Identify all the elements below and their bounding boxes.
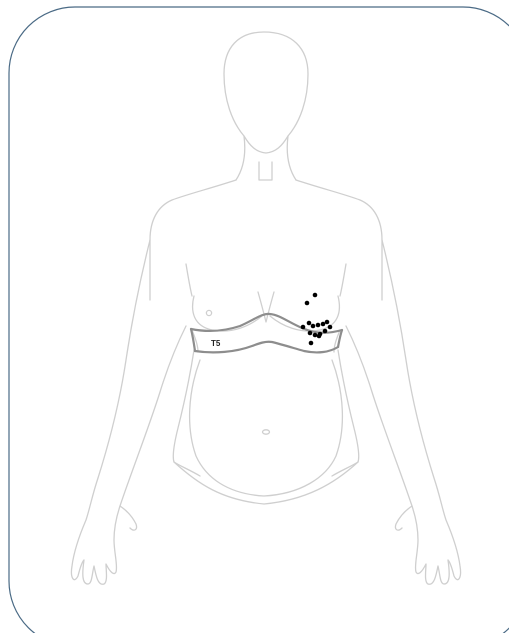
marker-dot [325, 320, 330, 325]
band-label-t5: T5 [211, 339, 221, 348]
marker-dot [313, 293, 318, 298]
marker-dot [307, 321, 312, 326]
marker-dot [313, 333, 318, 338]
marker-dot [328, 325, 333, 330]
marker-dot [317, 334, 322, 339]
marker-dot [311, 324, 316, 329]
marker-dot [323, 329, 328, 334]
marker-dot [309, 341, 314, 346]
marker-dot [305, 301, 310, 306]
diagram-frame [9, 7, 509, 633]
marker-dot [316, 323, 321, 328]
marker-dot [308, 331, 313, 336]
marker-dot [321, 322, 326, 327]
marker-dot [301, 325, 306, 330]
